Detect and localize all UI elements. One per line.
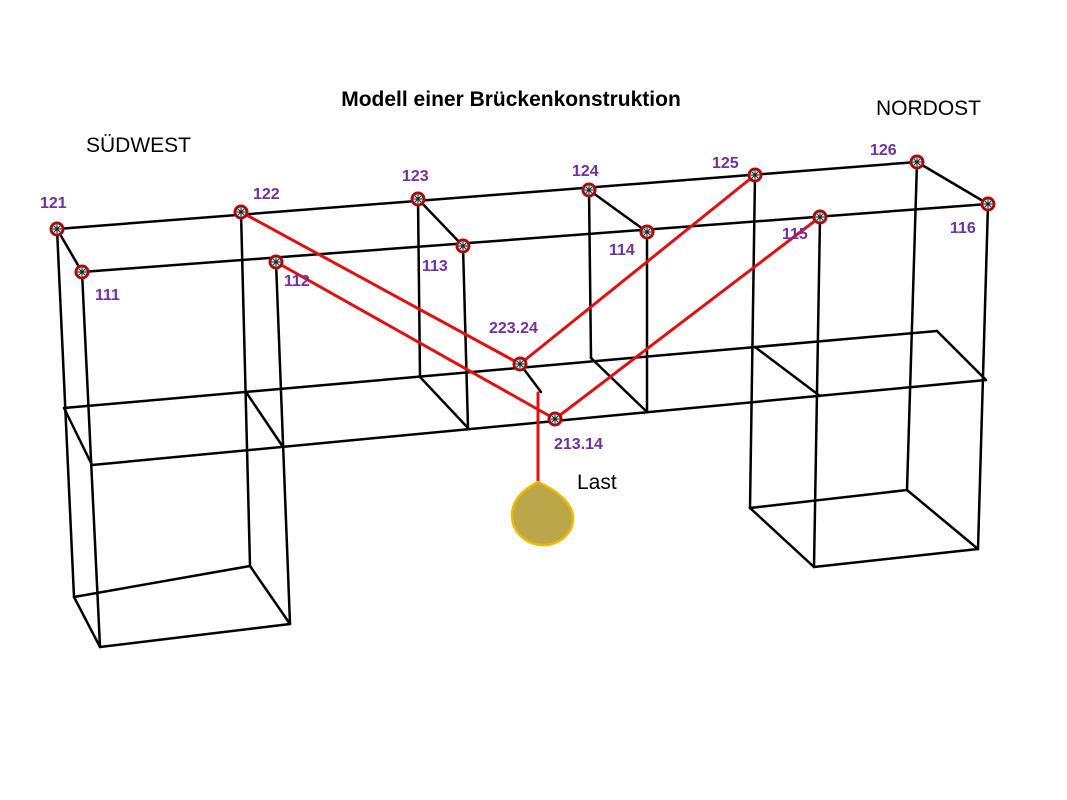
node-label-223-24: 223.24 [489, 320, 538, 337]
node-123 [410, 191, 426, 207]
load-weight [510, 480, 575, 547]
node-111 [74, 264, 90, 280]
node-125 [747, 167, 763, 183]
node-223-24 [512, 356, 528, 372]
node-label-115: 115 [782, 226, 808, 243]
node-122 [233, 204, 249, 220]
node-label-121: 121 [40, 195, 67, 212]
cable-122-223-24 [239, 210, 522, 366]
node-label-123: 123 [402, 168, 429, 185]
node-label-112: 112 [284, 273, 310, 290]
node-121 [49, 221, 65, 237]
cable-213-14-115 [553, 215, 822, 421]
diagram-title: Modell einer Brückenkonstruktion [341, 88, 681, 111]
load-label: Last [577, 471, 617, 494]
node-label-114: 114 [609, 242, 635, 259]
node-labels: 121 122 123 124 125 126 111 112 113 114 … [40, 142, 976, 453]
node-label-213-14: 213.14 [554, 436, 603, 453]
cables [239, 173, 822, 484]
node-124 [581, 182, 597, 198]
node-126 [909, 154, 925, 170]
direction-northeast-label: NORDOST [876, 97, 981, 120]
node-label-111: 111 [95, 287, 120, 304]
node-112 [268, 254, 284, 270]
cable-112-213-14 [274, 260, 557, 421]
direction-southwest-label: SÜDWEST [86, 134, 191, 157]
node-114 [639, 224, 655, 240]
bridge-frame [55, 160, 990, 649]
node-label-125: 125 [712, 155, 739, 172]
node-213-14 [547, 411, 563, 427]
node-label-126: 126 [870, 142, 897, 159]
node-115 [812, 209, 828, 225]
cable-223-24-125 [518, 173, 757, 366]
node-label-122: 122 [253, 186, 280, 203]
nodes [49, 154, 996, 427]
node-116 [980, 196, 996, 212]
node-label-113: 113 [422, 258, 448, 275]
node-113 [455, 238, 471, 254]
node-label-116: 116 [950, 220, 976, 237]
node-label-124: 124 [572, 163, 599, 180]
